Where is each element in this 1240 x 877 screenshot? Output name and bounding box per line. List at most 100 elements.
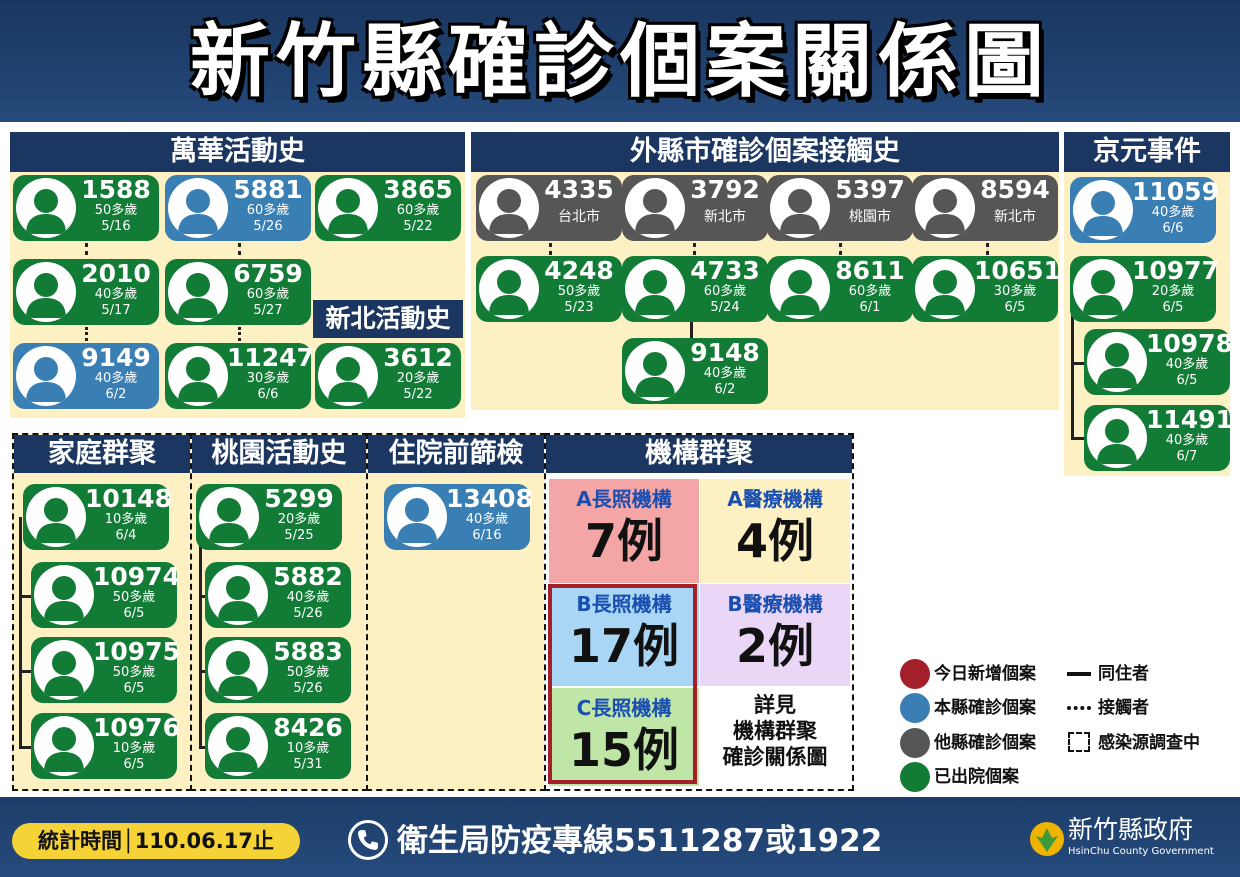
cohabitant-line [199,595,209,598]
legend-solid-line-icon [1067,672,1091,676]
hotline-text: 衛生局防疫專線5511287或1922 [397,823,883,859]
legend-local-swatch [900,693,930,723]
case-number: 5882 [273,562,343,591]
legend-investigating-label: 感染源調查中 [1098,733,1200,753]
case-age: 50多歲 [94,203,138,218]
panel-hospital-heading: 住院前篩檢 [368,435,544,473]
person-avatar-icon [479,259,539,319]
case-card-9149: 9149 40多歲 6/2 [13,343,159,409]
person-avatar-icon [208,565,268,625]
cohabitant-line [199,517,202,747]
panel-outside-heading: 外縣市確診個案接觸史 [471,132,1059,172]
case-number: 4335 [544,175,614,204]
case-age: 50多歲 [286,665,330,680]
case-age: 40多歲 [1165,433,1209,448]
case-date: 5/16 [101,219,131,234]
case-card-5397: 5397 桃園市 [767,175,913,241]
case-date: 5/22 [403,219,433,234]
title-banner [0,0,1240,122]
case-card-8594: 8594 新北市 [912,175,1058,241]
case-date: 5/23 [564,300,594,315]
case-date: 6/6 [1162,221,1184,236]
panel-taoyuan-heading: 桃園活動史 [192,435,366,473]
person-avatar-icon [34,565,94,625]
case-date: 6/5 [123,757,145,772]
case-number: 8594 [980,175,1050,204]
case-date: 6/5 [1004,300,1026,315]
see-more-line3: 確診關係圖 [722,745,828,769]
case-date: 6/7 [1176,449,1198,464]
person-avatar-icon [625,259,685,319]
case-date: 5/25 [284,528,314,543]
case-card-10976: 10976 10多歲 6/5 [31,713,180,779]
person-avatar-icon [770,178,830,238]
see-more-line2: 機構群聚 [733,719,817,743]
legend-local-label: 本縣確診個案 [934,698,1036,718]
contact-line [85,243,88,255]
xinbei-label: 新北活動史 [313,300,463,338]
case-card-2010: 2010 40多歲 5/17 [13,259,159,325]
person-avatar-icon [387,487,447,547]
institution-a-ltc-count: 7例 [584,514,663,568]
person-avatar-icon [1087,408,1147,468]
person-avatar-icon [199,487,259,547]
person-avatar-icon [168,262,228,322]
case-card-8611: 8611 60多歲 6/1 [767,256,913,322]
case-card-4733: 4733 60多歲 5/24 [622,256,768,322]
institution-b-ltc-name: B長照機構 [576,592,672,616]
case-age: 60多歲 [246,203,290,218]
case-city: 新北市 [994,209,1036,225]
case-card-11491: 11491 40多歲 6/7 [1084,405,1233,471]
panel-wanhua-heading: 萬華活動史 [10,132,465,172]
person-avatar-icon [915,259,975,319]
case-date: 6/1 [859,300,881,315]
person-avatar-icon [1073,259,1133,319]
gov-name: 新竹縣政府 [1068,815,1194,844]
legend-other-county-swatch [900,728,930,758]
case-card-10974: 10974 50多歲 6/5 [31,562,180,628]
contact-line [693,243,696,255]
case-card-11059: 11059 40多歲 6/6 [1070,177,1219,243]
contact-line [85,327,88,341]
person-avatar-icon [318,346,378,406]
case-age: 20多歲 [1151,284,1195,299]
legend-dotted-line-icon [1067,706,1091,710]
person-avatar-icon [318,178,378,238]
case-age: 60多歲 [246,287,290,302]
case-age: 10多歲 [104,512,148,527]
case-date: 6/5 [1162,300,1184,315]
phone-icon [348,820,388,860]
institution-b-med: B醫療機構 2例 [700,584,850,686]
case-age: 50多歲 [112,590,156,605]
case-number: 10651 [974,256,1061,285]
person-avatar-icon [168,178,228,238]
case-date: 5/26 [293,606,323,621]
person-avatar-icon [208,716,268,776]
cohabitant-line [690,322,693,338]
case-card-10978: 10978 40多歲 6/5 [1084,329,1233,395]
page-title: 新竹縣確診個案關係圖 [190,15,1050,108]
case-age: 60多歲 [396,203,440,218]
case-card-1588: 1588 50多歲 5/16 [13,175,159,241]
case-date: 5/26 [253,219,283,234]
contact-line [839,243,842,255]
panel-institution-heading: 機構群聚 [546,435,852,473]
case-card-3612: 3612 20多歲 5/22 [315,343,461,409]
institution-c-ltc-name: C長照機構 [576,696,672,720]
case-number: 13408 [446,484,533,513]
person-avatar-icon [208,640,268,700]
case-number: 10978 [1146,329,1233,358]
case-city: 桃園市 [849,209,891,225]
person-avatar-icon [16,346,76,406]
case-date: 6/6 [257,387,279,402]
case-card-4335: 4335 台北市 [476,175,622,241]
case-age: 40多歲 [94,287,138,302]
case-number: 3865 [383,175,453,204]
case-number: 6759 [233,259,303,288]
case-card-3865: 3865 60多歲 5/22 [315,175,461,241]
case-age: 50多歲 [112,665,156,680]
case-age: 20多歲 [277,512,321,527]
case-number: 8611 [835,256,905,285]
contact-line [986,243,989,255]
case-age: 40多歲 [1151,205,1195,220]
